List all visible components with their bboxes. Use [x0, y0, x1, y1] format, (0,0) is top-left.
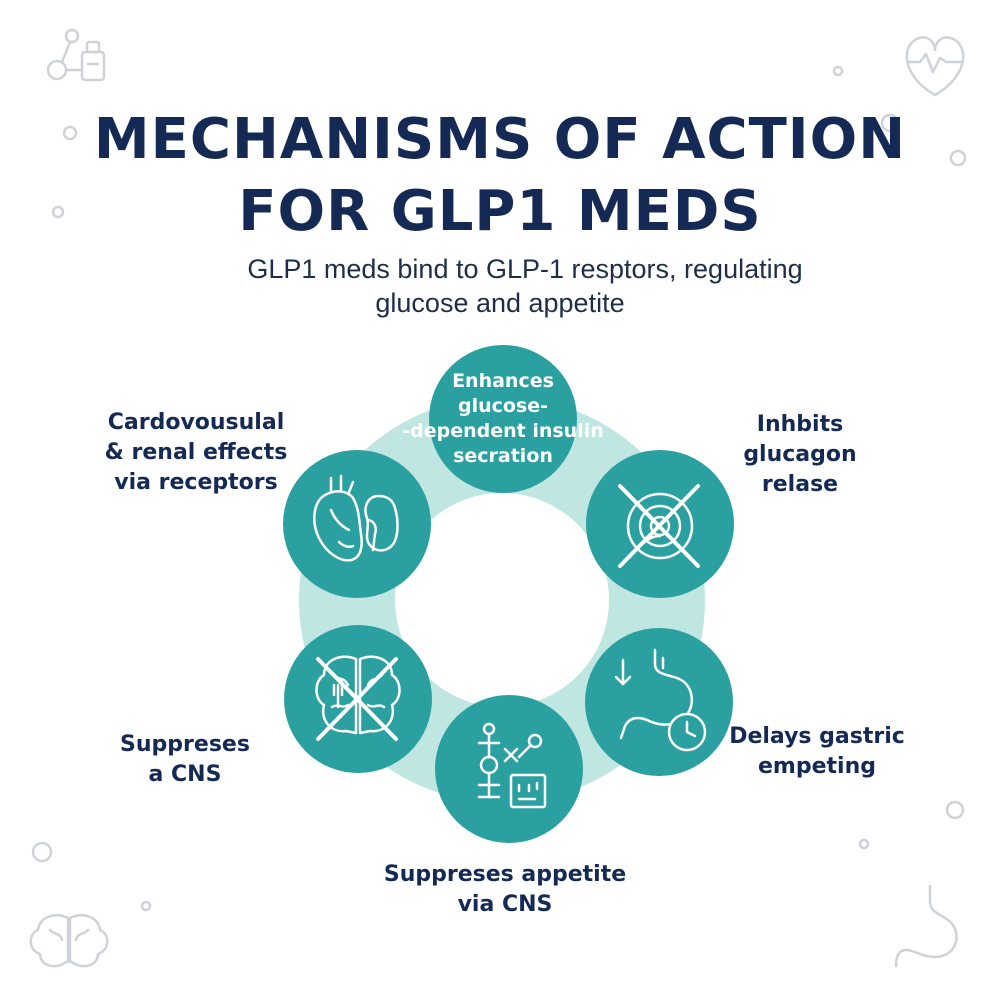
- mechanism-node-insulin: Enhances glucose- -dependent insulin sec…: [402, 345, 604, 493]
- title-line-2: FOR GLP1 MEDS: [238, 179, 762, 244]
- subtitle-line-2: glucose and appetite: [375, 288, 625, 318]
- brain-icon: [29, 914, 109, 968]
- label-appetite: Suppreses appetite via CNS: [380, 860, 630, 920]
- mechanism-node-gastric: [585, 628, 733, 776]
- label-appetite-line-2: via CNS: [457, 892, 553, 917]
- label-cardio-renal-line-3: via receptors: [114, 470, 278, 495]
- label-cardio-renal-line-1: Cardovousulal: [107, 410, 285, 435]
- stomach-icon: [894, 884, 958, 968]
- label-cns-line-1: Suppreses: [120, 732, 250, 757]
- title-line-1: MECHANISMS OF ACTION: [93, 107, 907, 172]
- label-glucagon: Inhbits glucagon relase: [735, 410, 865, 500]
- stomach-clock-icon: [614, 648, 707, 752]
- label-cardio-renal-line-2: & renal effects: [104, 440, 288, 465]
- subtitle-line-1: GLP1 meds bind to GLP-1 resptors, regula…: [247, 254, 803, 284]
- label-gastric: Delays gastric empeting: [722, 722, 912, 782]
- heart-pulse-icon: [905, 36, 965, 97]
- label-glucagon-line-2: glucagon: [743, 442, 857, 467]
- label-gastric-line-2: empeting: [758, 754, 876, 779]
- label-glucagon-line-1: Inhbits: [756, 412, 844, 437]
- label-glucagon-line-3: relase: [761, 472, 839, 497]
- mechanism-node-cardio-renal: [283, 450, 431, 598]
- node-insulin-line-3: -dependent insulin: [402, 420, 604, 442]
- heart-kidney-icon: [313, 474, 399, 562]
- label-appetite-line-1: Suppreses appetite: [383, 862, 627, 887]
- mechanism-node-appetite: [435, 695, 583, 843]
- node-insulin-line-4: secration: [453, 445, 553, 467]
- molecule-device-icon: [477, 722, 547, 809]
- label-cardio-renal: Cardovousulal & renal effects via recept…: [96, 408, 296, 498]
- mechanism-node-glucagon: [586, 450, 734, 598]
- page-title: MECHANISMS OF ACTION FOR GLP1 MEDS: [0, 104, 1000, 248]
- crossed-brain-fork-icon: [315, 655, 401, 741]
- page-subtitle: GLP1 meds bind to GLP-1 resptors, regula…: [0, 252, 1000, 320]
- node-insulin-line-1: Enhances: [452, 370, 554, 392]
- label-gastric-line-1: Delays gastric: [729, 724, 905, 749]
- flask-icon: [46, 28, 106, 82]
- crossed-target-icon: [618, 484, 700, 568]
- label-cns: Suppreses a CNS: [105, 730, 265, 790]
- mechanism-node-cns: [284, 625, 432, 773]
- node-insulin-line-2: glucose-: [457, 395, 549, 417]
- label-cns-line-2: a CNS: [148, 762, 222, 787]
